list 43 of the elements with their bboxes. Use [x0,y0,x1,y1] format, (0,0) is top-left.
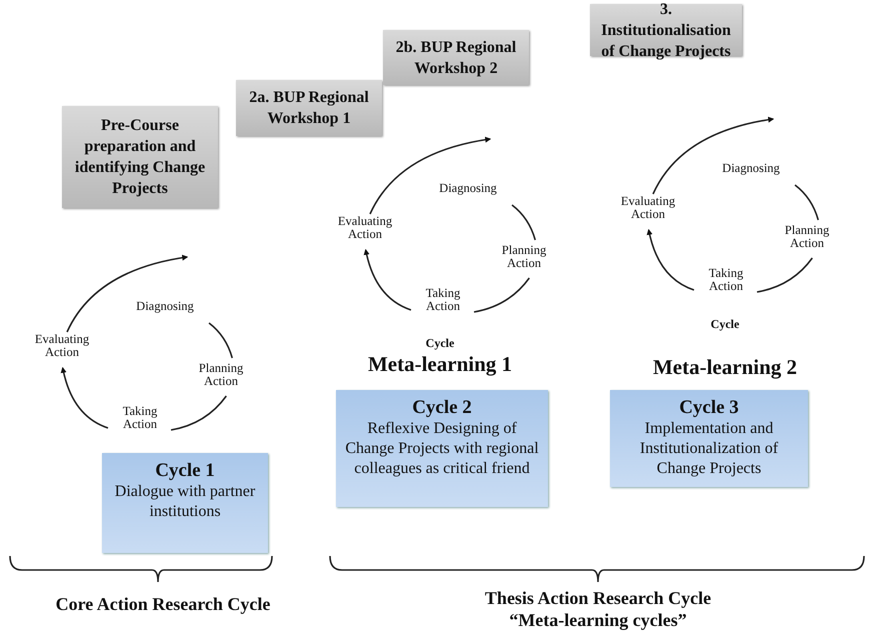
stage-label: Diagnosing [710,162,792,175]
stage-header-box: 2b. BUP Regional Workshop 2 [383,30,529,85]
curved-arrow [66,254,188,332]
bracket-caption: “Meta-learning cycles” [508,610,688,631]
cycle-caption: Cycle [424,336,456,351]
stage-label: Taking Action [696,267,756,293]
cycle-box [102,453,268,553]
curved-line [794,184,819,220]
stage-label: Taking Action [413,287,473,313]
cycle-description: Implementation and Institutionalization of Change Projects [638,419,780,479]
stage-label: Diagnosing [124,300,206,313]
curved-arrow [369,136,492,214]
curved-line [208,322,233,358]
stage-label: Planning Action [188,362,254,388]
stage-label: Diagnosing [427,182,509,195]
bracket-caption: Thesis Action Research Cycle [484,588,712,609]
curved-line [756,258,813,293]
cycle-heading: Cycle 1 [154,459,216,482]
stage-label: Evaluating Action [329,215,401,241]
bracket-caption: Core Action Research Cycle [54,594,272,615]
cycle-box [610,390,808,487]
curved-arrow [646,228,694,291]
curved-arrow [60,366,108,429]
curved-arrow [364,248,412,311]
curved-line [170,396,227,431]
curved-line [512,204,536,240]
meta-learning-caption: Meta-learning 2 [652,355,798,379]
cycle-box [336,390,548,507]
cycle-heading: Cycle 2 [411,396,473,419]
meta-learning-caption: Meta-learning 1 [366,352,514,376]
stage-label: Evaluating Action [612,195,684,221]
stage-label: Planning Action [774,224,840,250]
curved-arrow [652,116,774,194]
cycle-description: Dialogue with partner institutions [114,482,256,522]
stage-label: Taking Action [110,405,170,431]
cycle-caption: Cycle [710,317,740,332]
cycle-description: Reflexive Designing of Change Projects with regional colleagues as critical friend [344,419,540,479]
stage-header-box: Pre-Course preparation and identifying Change Projects [62,106,218,208]
cycle-heading: Cycle 3 [678,396,740,419]
stage-label: Planning Action [491,244,557,270]
curved-line [474,278,530,313]
stage-header-box: 2a. BUP Regional Workshop 1 [236,80,382,136]
stage-label: Evaluating Action [26,333,98,359]
